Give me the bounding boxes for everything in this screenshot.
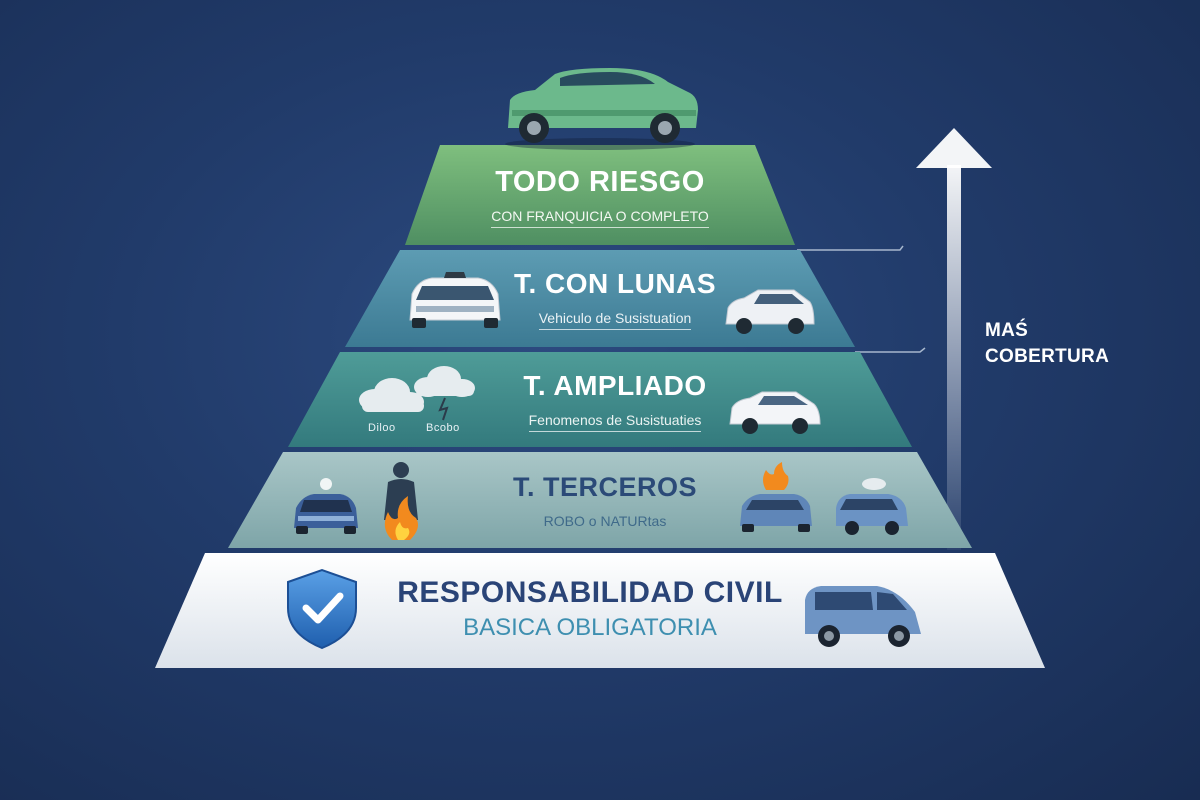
tier-title: T. TERCEROS <box>512 472 698 502</box>
car-icon <box>294 478 358 534</box>
more-coverage-label: MAŚ COBERTURA <box>985 320 1110 367</box>
weather-icon-label: Diloo <box>368 422 396 434</box>
fire-icon <box>763 462 789 490</box>
up-arrow-icon <box>916 128 992 550</box>
shield-check-icon <box>287 568 357 650</box>
tier-subtitle: ROBO o NATURtas <box>543 513 667 529</box>
tier-title: T. AMPLIADO <box>523 370 707 401</box>
connector-lines <box>797 245 926 353</box>
car-icon <box>836 478 908 535</box>
tier-todo-riesgo: TODO RIESGO CON FRANQUICIA O COMPLETO <box>440 166 760 228</box>
car-icon <box>505 68 698 150</box>
tier-subtitle: Fenomenos de Susistuaties <box>480 412 750 432</box>
tier-title: TODO RIESGO <box>495 166 705 198</box>
tier-rc: RESPONSABILIDAD CIVIL BASICA OBLIGATORIA <box>380 578 800 640</box>
cloud-icon <box>414 366 475 421</box>
car-icon <box>725 289 815 334</box>
tier-title: RESPONSABILIDAD CIVIL <box>397 576 783 609</box>
car-icon <box>729 391 821 434</box>
tier-subtitle: Vehiculo de Susistuation <box>480 310 750 330</box>
car-icon <box>409 272 501 328</box>
tier-subtitle: BASICA OBLIGATORIA <box>463 614 717 641</box>
weather-icon-label: Bcobo <box>426 422 460 434</box>
tier-todo-riesgo-band <box>405 145 795 245</box>
fire-icon <box>384 496 418 540</box>
cloud-icon <box>359 378 424 412</box>
tier-title: T. CON LUNAS <box>514 268 716 299</box>
tier-ampliado: T. AMPLIADO Fenomenos de Susistuaties <box>480 370 750 432</box>
car-icon <box>805 586 921 647</box>
tier-terceros: T. TERCEROS ROBO o NATURtas <box>480 472 730 529</box>
tier-con-lunas: T. CON LUNAS Vehiculo de Susistuation <box>480 268 750 330</box>
tier-subtitle: CON FRANQUICIA O COMPLETO <box>440 208 760 228</box>
car-icon <box>740 494 812 532</box>
